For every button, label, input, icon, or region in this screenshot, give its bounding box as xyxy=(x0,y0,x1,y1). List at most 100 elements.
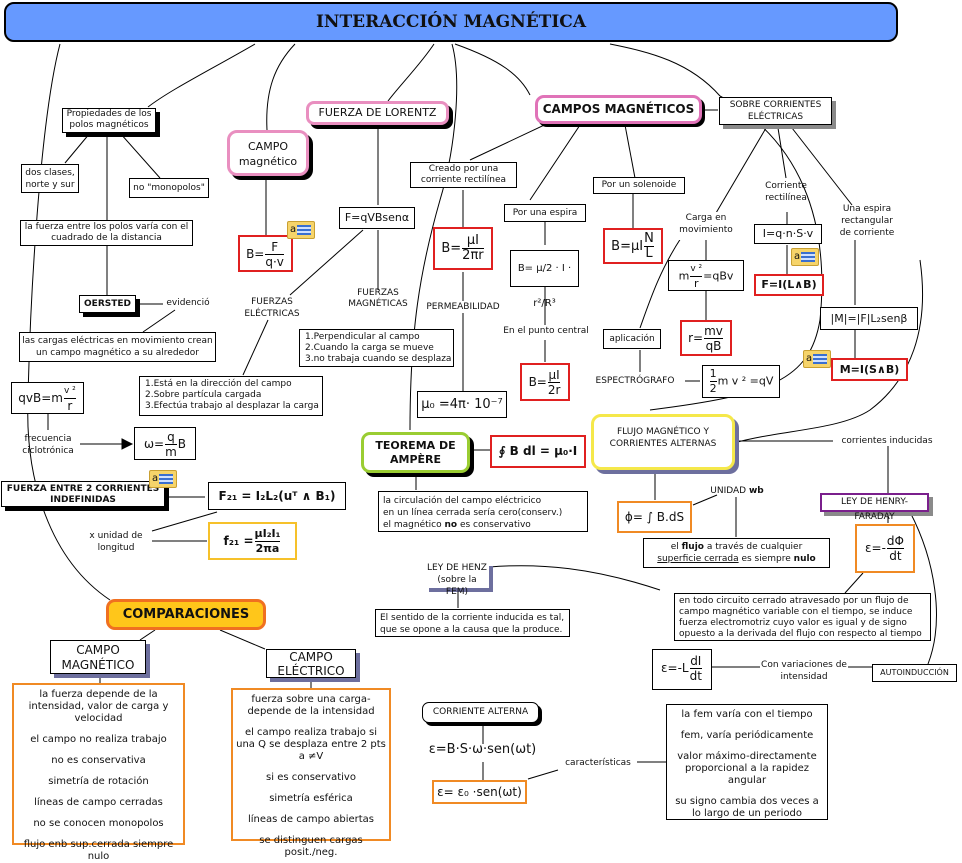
propiedades-node: Propiedades de los polos magnéticos xyxy=(62,108,156,133)
link xyxy=(289,229,364,296)
sobre-corrientes-node: SOBRE CORRIENTES ELÉCTRICAS xyxy=(719,97,832,125)
list-item: 3.no trabaja cuando se desplaza xyxy=(305,354,452,364)
flujo-node: FLUJO MAGNÉTICO Y CORRIENTES ALTERNAS xyxy=(591,414,735,470)
punto-central-label: En el punto central xyxy=(500,325,592,338)
lenz-node: LEY DE HENZ (sobre la FEM) xyxy=(425,562,489,597)
caracteristicas-label: características xyxy=(565,758,631,768)
fuerzas-electricas-label: FUERZAS ELÉCTRICAS xyxy=(244,297,300,319)
lorentz-node: FUERZA DE LORENTZ xyxy=(306,101,449,125)
cargas-movimiento-node: las cargas eléctricas en movimiento crea… xyxy=(19,332,216,362)
link xyxy=(151,511,218,532)
x-unidad-label: x unidad de longitud xyxy=(89,531,143,553)
note-icon[interactable]: a xyxy=(803,350,831,368)
link xyxy=(139,629,156,641)
link xyxy=(529,124,581,201)
fuerzas-magneticas-label: FUERZAS MAGNÉTICAS xyxy=(348,288,408,309)
link xyxy=(692,494,718,506)
frecuencia-label: frecuencia ciclotrónica xyxy=(22,434,74,456)
link xyxy=(147,43,256,108)
henry-faraday-texto: en todo circuito cerrado atravesado por … xyxy=(674,593,931,641)
flujo-nulo-texto: el flujo a través de cualquier superfici… xyxy=(643,538,830,568)
f21-formula: F₂₁ = I₂L₂(uᵀ ∧ B₁) xyxy=(208,482,346,510)
unidad-label: UNIDAD wb xyxy=(710,486,764,496)
ampere-formula: ∮ B dl = μ₀·I xyxy=(490,435,586,468)
espectrografo-label: ESPECTRÓGRAFO xyxy=(595,376,675,386)
link xyxy=(469,119,556,161)
list-item: 2.Sobre partícula cargada xyxy=(145,390,262,400)
ampere-node: TEOREMA DE AMPÈRE xyxy=(361,432,470,473)
link xyxy=(142,309,176,333)
list-item: 2.Cuando la carga se mueve xyxy=(305,343,434,353)
note-icon[interactable]: a xyxy=(287,221,315,239)
aplicacion-node: aplicación xyxy=(603,329,661,349)
note-icon[interactable]: a xyxy=(791,248,819,266)
corriente-rectilinea-label: Corriente rectilínea xyxy=(765,181,807,203)
m-formula: M=I(S∧B) xyxy=(831,358,908,381)
ampere-texto: la circulación del campo eléctricico en … xyxy=(378,491,588,532)
f-corriente-formula: F=I(L∧B) xyxy=(754,274,824,296)
flujo-formula: ϕ= ∫ B.dS xyxy=(617,501,692,533)
evidencio-label: evidenció xyxy=(166,298,210,308)
link xyxy=(469,565,661,591)
fuerza-polos-node: la fuerza entre los polos varía con el c… xyxy=(20,220,193,246)
link xyxy=(242,319,269,376)
corriente-alterna-node: CORRIENTE ALTERNA xyxy=(422,702,539,723)
alterna-formula2: ε= ε₀ ·sen(ωt) xyxy=(432,780,527,804)
solenoide-node: Por un solenoide xyxy=(593,177,685,194)
link xyxy=(624,124,636,179)
oersted-node: OERSTED xyxy=(79,295,136,313)
list-item: no es conservativa xyxy=(51,755,146,766)
autoinduccion-node: AUTOINDUCCIÓN xyxy=(872,664,957,682)
link xyxy=(844,572,864,594)
link xyxy=(909,511,937,665)
link xyxy=(777,127,787,179)
list-item: 3.Efectúa trabajo al desplazar la carga xyxy=(145,401,319,411)
link-arrowhead xyxy=(121,438,134,450)
lorentz-formula: F=qVBsenα xyxy=(339,207,415,229)
campo-line1: CAMPO xyxy=(248,140,288,153)
m-modulo-formula: |M|=|F|L₂senβ xyxy=(820,307,918,330)
fuerza-corrientes-node: FUERZA ENTRE 2 CORRIENTES INDEFINIDAS xyxy=(1,481,165,507)
no-monopolos-node: no "monopolos" xyxy=(129,178,209,198)
rectilinea-node: Creado por una corriente rectilínea xyxy=(410,162,517,188)
link xyxy=(454,43,531,96)
b-espira-formula: B= μ/2 · I · r²/R³ xyxy=(510,250,579,309)
campos-magneticos-node: CAMPOS MAGNÉTICOS xyxy=(535,95,702,124)
campo-magnetico-node: CAMPO magnético xyxy=(227,130,309,176)
list-item: valor máximo-directamente proporcional a… xyxy=(677,751,817,786)
link xyxy=(219,629,266,650)
list-item: si es conservativo xyxy=(266,772,356,783)
link xyxy=(119,132,161,179)
link xyxy=(639,237,682,329)
espira-rect-label: Una espira rectangular de corriente xyxy=(839,204,895,238)
list-item: líneas de campo cerradas xyxy=(34,797,163,808)
campo-magnetico-compare-list: la fuerza depende de la intensidad, valo… xyxy=(12,683,185,862)
link xyxy=(266,43,296,131)
list-item: no se conocen monopolos xyxy=(33,818,164,829)
list-item: se distinguen cargas posit./neg. xyxy=(259,835,363,858)
main-title: INTERACCIÓN MAGNÉTICA xyxy=(4,2,898,42)
carga-movimiento-label: Carga en movimiento xyxy=(674,212,738,240)
dos-clases-node: dos clases, norte y sur xyxy=(21,164,79,193)
alterna-formula1: ε=B·S·ω·sen(ωt) xyxy=(428,742,537,757)
list-item: flujo enb sup.cerrada siempre nulo xyxy=(23,839,174,862)
lenz-texto: El sentido de la corriente inducida es t… xyxy=(375,609,570,637)
list-item: simetría esférica xyxy=(269,793,353,804)
list-item: el campo no realiza trabajo xyxy=(30,734,167,745)
note-icon[interactable]: a xyxy=(149,470,177,488)
link xyxy=(733,259,923,444)
